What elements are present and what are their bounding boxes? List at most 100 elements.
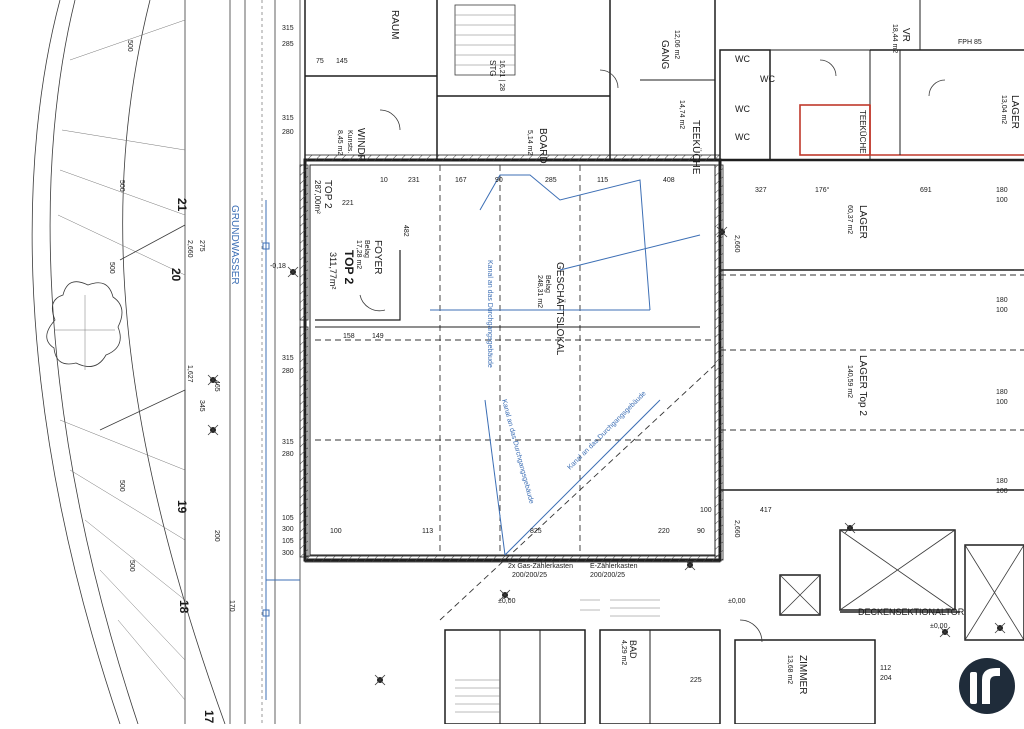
room-windfang-sub: Kunsts. <box>346 130 353 153</box>
site-dim-345: 345 <box>198 400 205 412</box>
room-lager-top-area: 13,04 m2 <box>1000 95 1007 124</box>
room-lager-top2-area: 140,59 m2 <box>846 365 853 398</box>
dim-r100c: 100 <box>996 399 1008 406</box>
room-geschaeftslokal-sub: Belag <box>544 275 551 293</box>
room-teekueche-top-area: 14,74 m2 <box>678 100 685 129</box>
site-dim-500a: 500 <box>126 40 133 52</box>
groundwater-label: GRUNDWASSER <box>229 205 240 285</box>
room-bad: BAD <box>628 640 638 659</box>
dim-2660c: 2,660 <box>733 520 740 538</box>
site-dim-500d: 500 <box>118 480 125 492</box>
room-gang: GANG <box>659 40 670 70</box>
building-walls <box>299 0 1024 725</box>
light-fixture-icon <box>684 559 696 571</box>
label-gas-meter-dim: 200/200/25 <box>512 572 547 579</box>
room-zimmer: ZIMMER <box>797 655 808 694</box>
room-raum: RAUM <box>389 10 400 39</box>
room-wc-4: WC <box>735 132 750 142</box>
dim-300b: 300 <box>282 550 294 557</box>
room-wc-3: WC <box>735 104 750 114</box>
dim-285a: 285 <box>282 41 294 48</box>
room-stg-value: 16,21 | 28 <box>498 60 505 91</box>
dim-280a: 280 <box>282 129 294 136</box>
dimension-values: 145 75 231 10 167 90 285 115 408 327 176… <box>270 58 1008 684</box>
room-geschaeftslokal-area: 248,31 m2 <box>536 275 543 308</box>
dim-280c: 280 <box>282 451 294 458</box>
room-vr: VR <box>900 28 911 42</box>
light-fixture-icon <box>994 622 1006 634</box>
site-dim-200: 200 <box>213 530 220 542</box>
room-lager-mid-area: 60,37 m2 <box>846 205 853 234</box>
dim-lvl-4: -0,18 <box>270 263 286 270</box>
axis-label-18: 18 <box>177 600 191 614</box>
building-dimension-strip: 315 285 315 280 315 280 315 280 105 300 … <box>282 25 294 557</box>
light-fixture-icon <box>716 226 728 238</box>
dim-204: 204 <box>880 675 892 682</box>
label-e-meter: E-Zählerkasten <box>590 563 638 570</box>
site-dim-500e: 500 <box>128 560 135 572</box>
light-fixture-icon <box>939 626 951 638</box>
room-lager-top2: LAGER Top 2 <box>857 355 868 416</box>
axis-label-17: 17 <box>202 710 216 724</box>
room-top2: TOP 2 <box>342 250 356 285</box>
dim-h285: 285 <box>545 177 557 184</box>
dim-315c: 315 <box>282 355 294 362</box>
axis-label-19: 19 <box>175 500 189 514</box>
dim-h113: 113 <box>422 528 433 535</box>
room-teekueche-small: TEEKÜCHE <box>858 110 867 154</box>
room-labels: RAUM STG 16,21 | 28 GANG 12,06 m2 WC WC … <box>313 10 1020 694</box>
elevator-shaft <box>779 574 821 616</box>
room-wc-1: WC <box>735 54 750 64</box>
light-fixture-icon <box>287 266 299 278</box>
dim-h327: 327 <box>755 187 767 194</box>
dim-r180a: 180 <box>996 187 1008 194</box>
room-top2-area: 311,77m² <box>328 252 338 289</box>
dim-r100b: 100 <box>996 307 1008 314</box>
dim-h90a: 90 <box>495 177 503 184</box>
room-foyer: FOYER <box>372 240 383 274</box>
room-fph: FPH 85 <box>958 39 982 46</box>
dim-h220: 220 <box>658 528 670 535</box>
dim-r100d: 100 <box>996 488 1008 495</box>
room-wc-2: WC <box>760 74 775 84</box>
dim-105b: 105 <box>282 538 294 545</box>
dim-2660b: 2,660 <box>733 235 740 253</box>
dim-h691: 691 <box>920 187 932 194</box>
room-lager-mid: LAGER <box>857 205 868 239</box>
dim-280b: 280 <box>282 368 294 375</box>
dim-lvl-2: ±0,00 <box>728 598 746 605</box>
stair-bottom-left <box>455 679 500 713</box>
label-kanal-1: Kanal an das Durchgangsgebäude <box>486 260 493 368</box>
room-bad-area: 4,29 m2 <box>620 640 627 665</box>
dim-h10: 10 <box>380 177 388 184</box>
room-foyer-area: 17,28 m2 <box>355 240 362 269</box>
light-fixture-icon <box>374 674 386 686</box>
room-top2-small: TOP 2 <box>322 180 333 209</box>
site-dim-460: 275 <box>198 240 205 252</box>
room-windfang: WINDF. <box>355 128 366 162</box>
site-dim-500b: 500 <box>118 180 125 192</box>
dim-h145: 145 <box>336 58 348 65</box>
label-kanal-3: Kanal an das Durchgangsgebäude <box>566 390 647 471</box>
dim-h221: 221 <box>342 200 354 207</box>
dim-h167: 167 <box>455 177 467 184</box>
dim-h100a: 100 <box>330 528 342 535</box>
hatched-wall-left-top <box>299 164 309 321</box>
room-stg: STG <box>488 60 497 76</box>
dim-h231: 231 <box>408 177 420 184</box>
dim-300a: 300 <box>282 526 294 533</box>
hatched-wall-top <box>304 154 721 162</box>
dim-112: 112 <box>880 665 891 672</box>
dim-315b: 315 <box>282 115 294 122</box>
room-top2-small-area: 287,00m² <box>313 180 322 214</box>
dim-315d: 315 <box>282 439 294 446</box>
label-kanal-2: Kanal an das Durchgangsgebäude <box>500 399 535 505</box>
dim-225: 225 <box>690 677 702 684</box>
dim-h482: 482 <box>402 225 409 237</box>
dim-105a: 105 <box>282 515 294 522</box>
label-e-meter-dim: 200/200/25 <box>590 572 625 579</box>
dim-315a: 315 <box>282 25 294 32</box>
dim-h149: 149 <box>372 333 384 340</box>
hatched-wall-left-bottom <box>299 326 309 558</box>
